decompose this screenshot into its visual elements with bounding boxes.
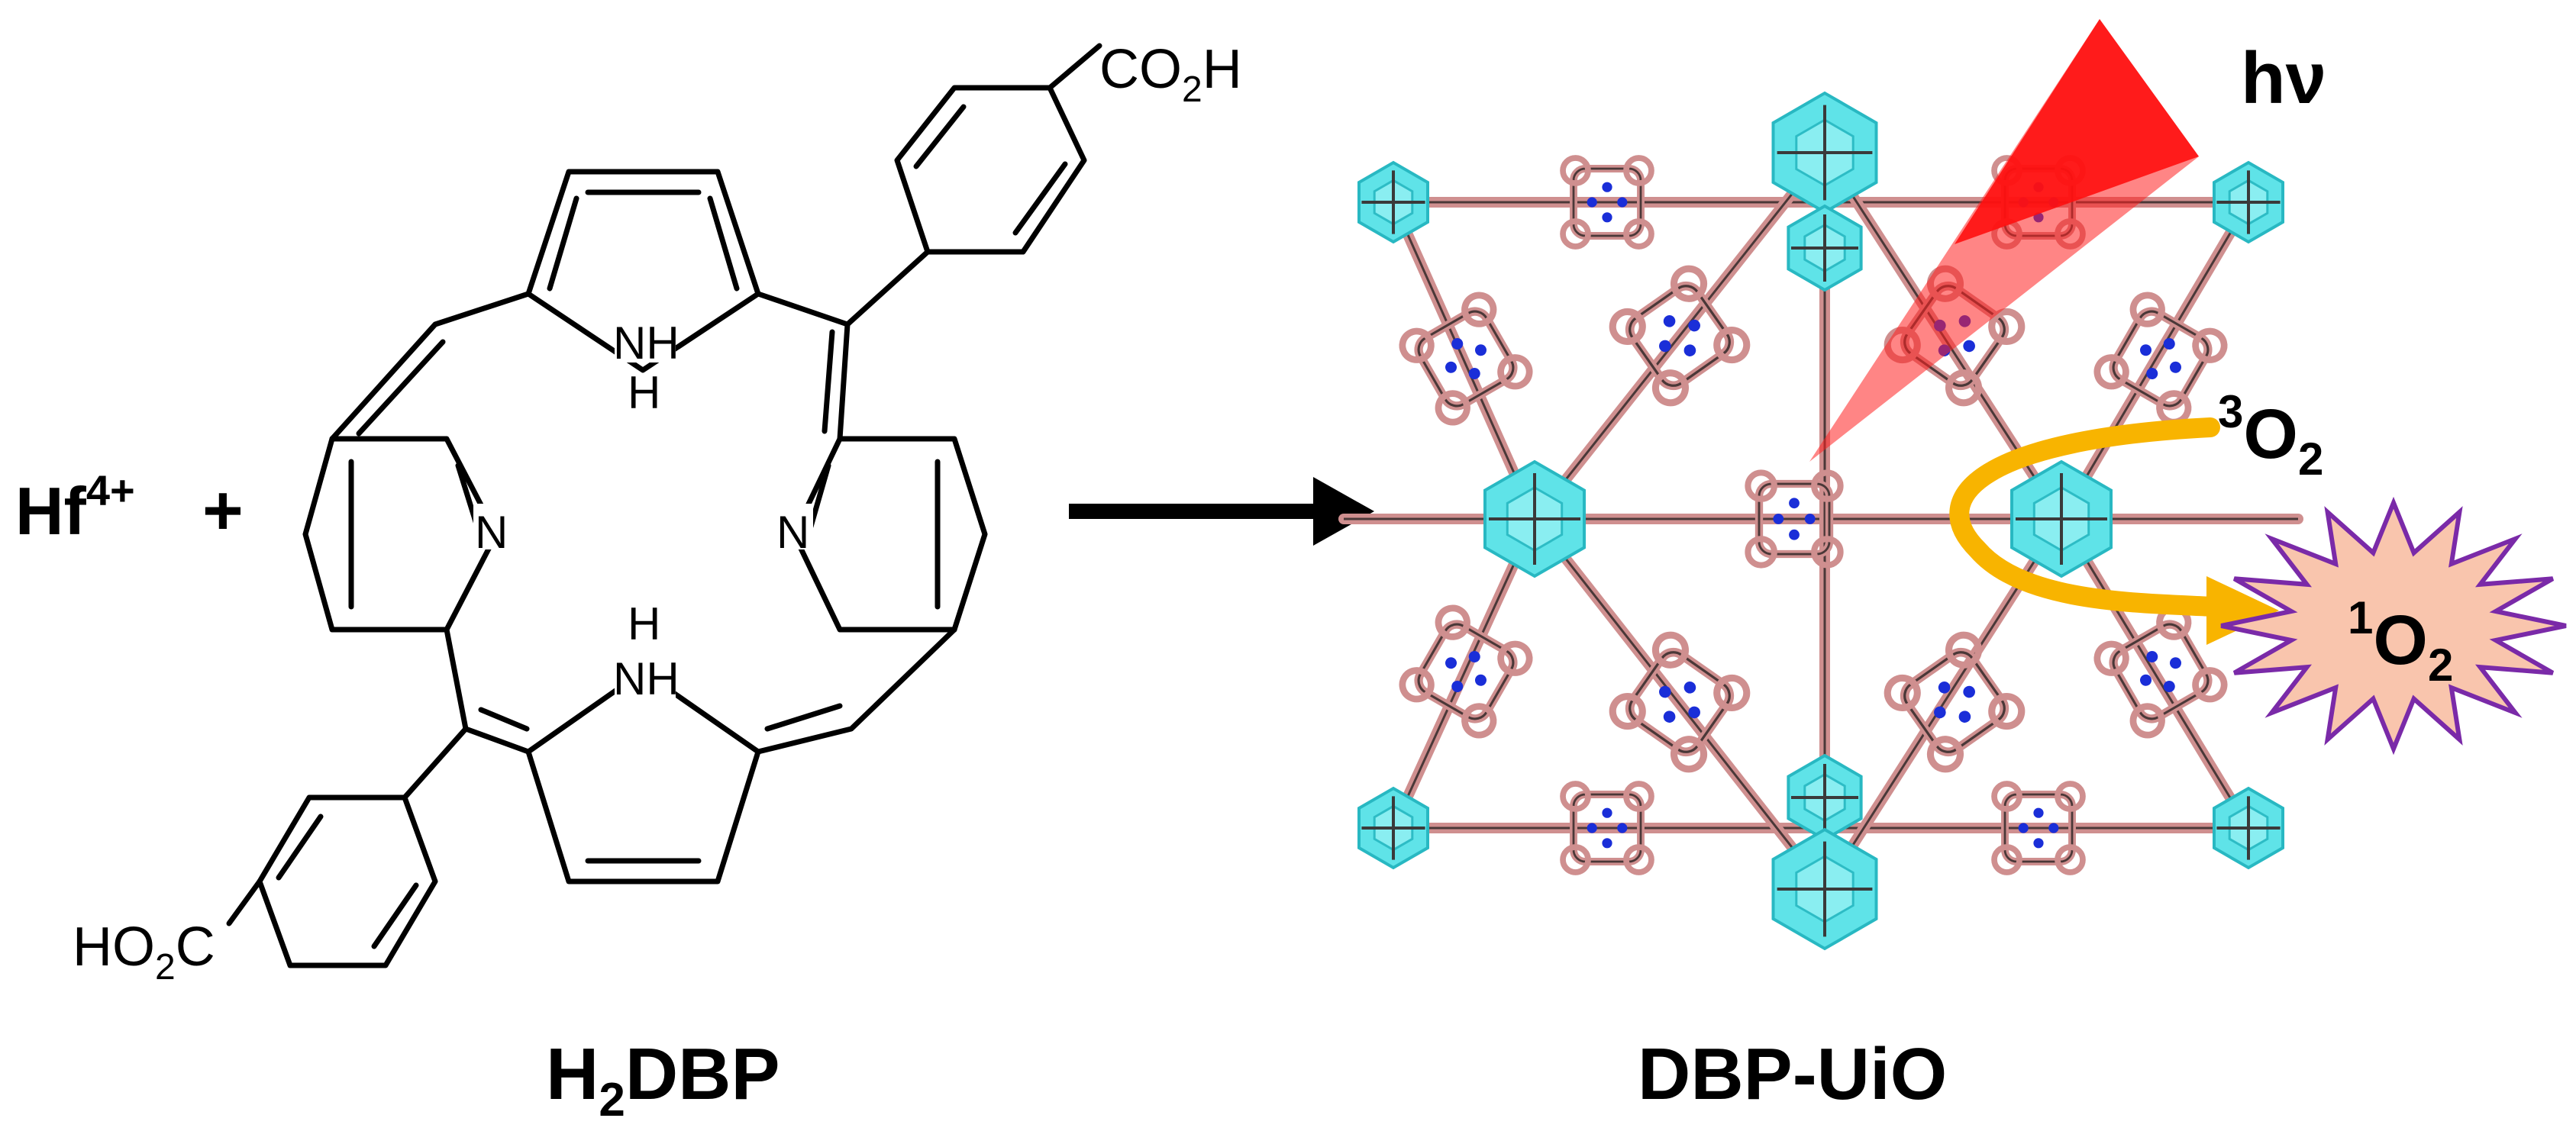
porphyrin-linker: [2093, 292, 2228, 426]
atom-nh-bottom: NH: [613, 653, 680, 704]
phenyl-top: [894, 85, 1087, 255]
singlet-oxygen: 1O2: [2348, 592, 2453, 691]
plus-sign: +: [202, 472, 244, 549]
acid-bottom: HO2C: [73, 917, 215, 988]
reaction-arrow: [1069, 477, 1374, 546]
porphyrin-linker: [1884, 631, 2026, 773]
porphyrin-linker: [1609, 631, 1751, 773]
h2dbp-structure: [226, 43, 1102, 968]
light-label: hν: [2241, 37, 2326, 119]
hf-reagent: Hf4+ +: [15, 466, 244, 549]
acid-top: CO2H: [1099, 39, 1242, 110]
svg-text:Hf4+: Hf4+: [15, 466, 135, 549]
ligand-name: H2DBP: [546, 1033, 780, 1126]
porphyrin-linker: [1560, 781, 1654, 875]
atom-n-left: N: [475, 507, 508, 558]
h2dbp-atom-labels: NH H N N H NH: [473, 317, 813, 704]
dbp-uio-framework: [1338, 91, 2303, 951]
hf-symbol: Hf: [15, 473, 87, 549]
atom-h-top: H: [628, 367, 660, 418]
singlet-oxygen-star: [2220, 496, 2567, 756]
porphyrin-linker: [1991, 781, 2086, 875]
pyrrole-left: [302, 436, 499, 633]
atom-nh-top: NH: [613, 317, 680, 369]
hf-charge: 4+: [86, 466, 135, 514]
porphyrin-linker: [1399, 292, 1533, 426]
meso-top-right: [755, 291, 851, 442]
porphyrin-linker: [1609, 265, 1751, 407]
pyrrole-top: [525, 169, 761, 373]
atom-h-bottom: H: [628, 598, 660, 649]
porphyrin-linker: [1745, 469, 1844, 569]
porphyrin-linker: [1560, 155, 1654, 250]
framework-name: DBP-UiO: [1638, 1033, 1947, 1115]
porphyrin-linker: [1399, 604, 1533, 739]
pyrrole-right: [791, 436, 988, 633]
meso-top-left: [329, 291, 531, 442]
phenyl-bottom: [257, 794, 438, 968]
light-beam-core: [1955, 19, 2199, 244]
atom-n-right: N: [776, 507, 809, 558]
triplet-oxygen: 3O2: [2218, 386, 2323, 485]
meso-bottom-right: [755, 627, 957, 755]
